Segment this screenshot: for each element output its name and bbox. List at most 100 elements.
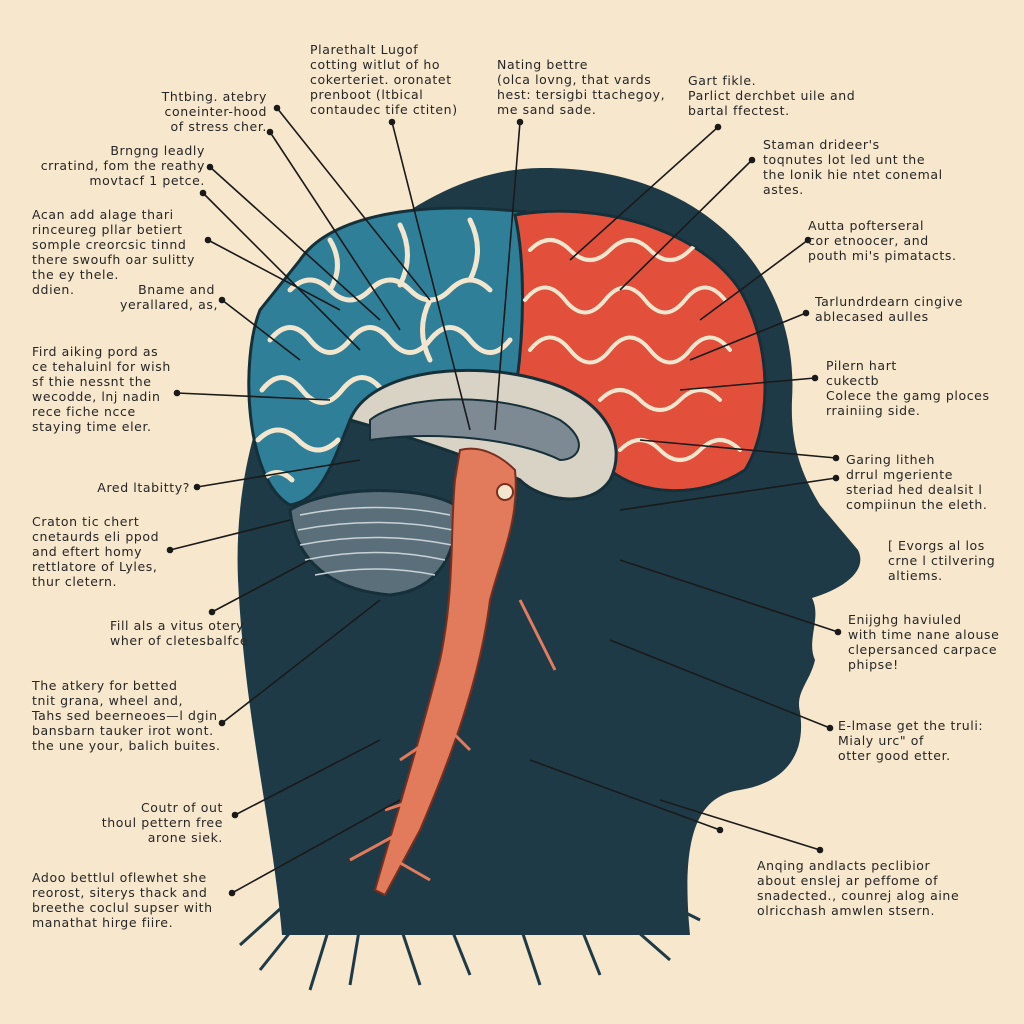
label-line: Fird aiking pord as <box>32 344 159 359</box>
label-line: (olca lovng, that vards <box>497 72 652 87</box>
label-line: there swoufh oar sulitty <box>32 252 196 267</box>
label-line: crne l ctilvering <box>888 553 996 568</box>
label-line: me sand sade. <box>497 102 597 117</box>
label-line: wher of cletesbalfce <box>110 633 249 648</box>
brainstem-eye <box>496 483 514 501</box>
leader-dot <box>199 189 207 197</box>
label-line: breethe coclul supser with <box>32 900 213 915</box>
label-line: the ey thele. <box>32 267 119 282</box>
leader-line <box>619 559 839 633</box>
label-line: The atkery for betted <box>32 678 178 693</box>
label-line: contaudec tife ctiten) <box>310 102 458 117</box>
label-line: drrul mgeriente <box>846 467 953 482</box>
label-line: tnit grana, wheel and, <box>32 693 184 708</box>
leader-line <box>699 239 809 321</box>
label-line: staying time eler. <box>32 419 152 434</box>
leader-dot <box>204 236 212 244</box>
leader-dot <box>206 163 214 171</box>
label-line: rettlatore of Lyles, <box>32 559 158 574</box>
label-line: Fill als a vitus otery <box>110 618 245 633</box>
label-line: Tarlundrdearn cingive <box>815 294 964 309</box>
label-line: Craton tic chert <box>32 514 140 529</box>
leader-line <box>207 239 341 311</box>
label-line: cotting witlut of ho <box>310 57 441 72</box>
leader-dot <box>388 118 396 126</box>
roots <box>238 898 701 991</box>
label-line: snadected., counrej alog aine <box>757 888 960 903</box>
label-line: cokerteriet. oronatet <box>310 72 452 87</box>
leader-dot <box>811 374 819 382</box>
leader-line <box>391 121 471 431</box>
label-line: sf thie nessnt the <box>32 374 152 389</box>
leader-line <box>689 312 807 361</box>
label-line: Autta pofterseral <box>808 218 925 233</box>
label-line: yerallared, as, <box>120 297 219 312</box>
label-line: Ared ltabitty? <box>97 480 190 495</box>
label-line: rrainiing side. <box>826 403 921 418</box>
label-line: Staman drideer's <box>763 137 880 152</box>
leader-line <box>639 439 837 459</box>
label-line: crratind, fom the reathy <box>40 158 205 173</box>
label-line: phipse! <box>848 657 899 672</box>
label-line: Anqing andlacts peclibior <box>757 858 931 873</box>
label-line: Nating bettre <box>497 57 588 72</box>
label-line: Thtbing. atebry <box>161 89 267 104</box>
label-line: movtacf 1 petce. <box>89 173 205 188</box>
leader-dot <box>266 128 274 136</box>
leader-dot <box>748 156 756 164</box>
leader-line <box>276 107 431 301</box>
right-hemisphere <box>513 209 767 493</box>
label-line: the lonik hie ntet conemal <box>763 167 943 182</box>
leader-line <box>196 459 361 488</box>
leader-line <box>176 392 331 401</box>
label-line: ddien. <box>32 282 75 297</box>
label-line: altiems. <box>888 568 943 583</box>
leader-line <box>202 192 361 351</box>
label-ared: Ared ltabitty? <box>70 480 190 495</box>
label-line: the une your, balich buites. <box>32 738 221 753</box>
label-line: Acan add alage thari <box>32 207 174 222</box>
label-line: Bname and <box>138 282 215 297</box>
leader-line <box>619 159 753 291</box>
label-line: Coutr of out <box>140 800 223 815</box>
label-line: Plarethalt Lugof <box>310 42 419 57</box>
label-line: hest: tersigbi ttachegoy, <box>497 87 666 102</box>
leader-line <box>221 299 301 361</box>
label-line: thur cletern. <box>32 574 118 589</box>
leader-line <box>659 799 821 851</box>
leader-dot <box>193 483 201 491</box>
leader-line <box>234 739 381 816</box>
label-line: E-lmase get the truli: <box>838 718 984 733</box>
leader-line <box>211 559 311 613</box>
leader-line <box>609 639 831 729</box>
leader-dot <box>218 719 226 727</box>
label-line: somple creorcsic tinnd <box>32 237 187 252</box>
brainstem <box>373 447 517 897</box>
label-line: Pilern hart <box>826 358 897 373</box>
label-line: with time nane alouse <box>848 627 1000 642</box>
leader-line <box>529 759 721 831</box>
leader-dot <box>231 811 239 819</box>
leader-dot <box>832 474 840 482</box>
leader-dot <box>802 309 810 317</box>
leader-dot <box>716 826 724 834</box>
leader-dot <box>834 628 842 636</box>
